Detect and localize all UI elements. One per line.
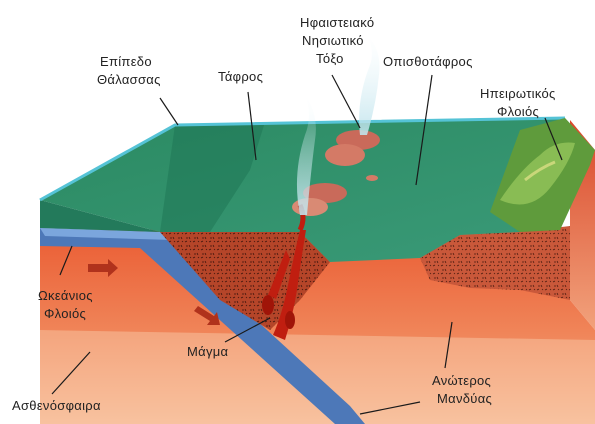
- label-magma: Μάγμα: [187, 344, 229, 359]
- label-continental-crust-1: Ηπειρωτικός: [480, 86, 556, 101]
- label-sea-level-2: Θάλασσας: [97, 72, 161, 87]
- leader-sea-level: [160, 98, 178, 125]
- label-volcanic-arc-3: Τόξο: [316, 51, 344, 66]
- label-oceanic-crust-1: Ωκεάνιος: [38, 288, 93, 303]
- leader-volcanic-arc: [332, 75, 360, 128]
- label-back-arc: Οπισθοτάφρος: [383, 54, 473, 69]
- label-volcanic-arc-2: Νησιωτικό: [302, 33, 364, 48]
- label-sea-level-1: Επίπεδο: [100, 54, 152, 69]
- label-trench: Τάφρος: [218, 69, 263, 84]
- label-asthenosphere: Ασθενόσφαιρα: [12, 398, 101, 413]
- label-continental-crust-2: Φλοιός: [497, 104, 539, 119]
- label-upper-mantle-2: Μανδύας: [437, 391, 492, 406]
- label-upper-mantle-1: Ανώτερος: [432, 373, 491, 388]
- label-oceanic-crust-2: Φλοιός: [44, 306, 86, 321]
- label-volcanic-arc-1: Ηφαιστειακό: [300, 15, 374, 30]
